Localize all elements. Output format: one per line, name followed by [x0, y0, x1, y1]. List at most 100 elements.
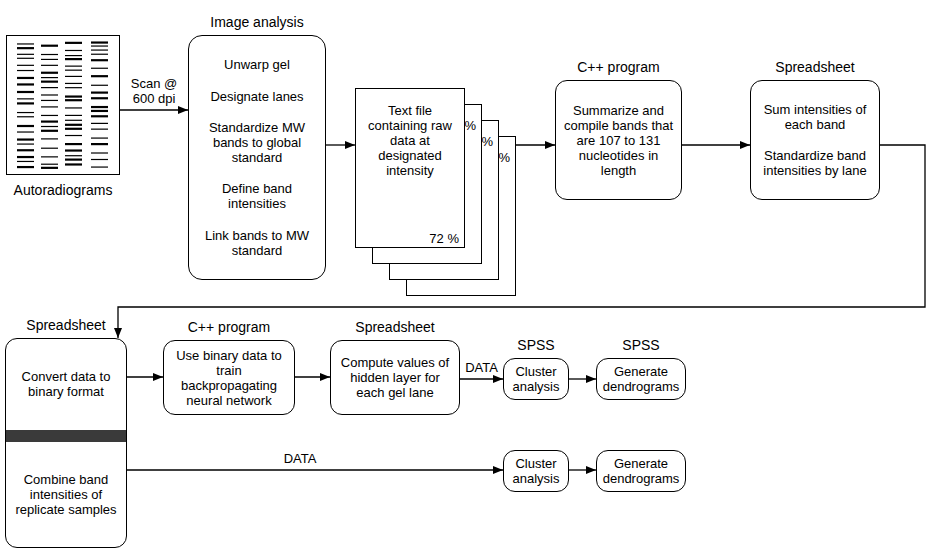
gel-band — [65, 87, 82, 88]
box-text: Convert data to binary format — [6, 339, 126, 430]
gel-band — [17, 70, 34, 71]
gel-band — [91, 85, 108, 86]
process-box: C++ programUse binary data to train back… — [163, 318, 295, 415]
flow-arrow — [516, 144, 555, 145]
gel-band — [65, 58, 82, 60]
gel-band — [41, 106, 58, 107]
box-text: Generate dendrograms — [603, 364, 680, 394]
gel-band — [17, 161, 34, 162]
box-outline: Use binary data to train backpropagating… — [163, 340, 295, 415]
gel-band — [65, 155, 82, 156]
box-heading: SPSS — [596, 336, 686, 358]
gel-band — [41, 87, 58, 88]
box-outline: Compute values of hidden layer for each … — [330, 340, 460, 415]
gel-band — [41, 115, 58, 116]
gel-band — [17, 138, 34, 140]
gel-band — [17, 77, 34, 79]
gel-band — [41, 164, 58, 165]
text-file-page: Text file containing raw data at designa… — [355, 88, 465, 248]
edge-label: DATA — [284, 451, 317, 466]
gel-band — [41, 138, 58, 139]
gel-band — [41, 54, 58, 55]
gel-band — [65, 120, 82, 121]
box-text: Link bands to MW standard — [195, 228, 319, 258]
gel-band — [91, 68, 108, 69]
gel-band — [17, 91, 34, 93]
flow-arrow — [326, 144, 355, 145]
gel-band — [17, 65, 34, 66]
process-box: C++ programSummarize and compile bands t… — [555, 58, 682, 200]
gel-band — [41, 148, 58, 149]
gel-band — [65, 135, 82, 136]
flow-arrow — [682, 144, 750, 145]
gel-band — [91, 92, 108, 94]
gel-band — [91, 106, 108, 108]
process-box: SpreadsheetSum intensities of each bandS… — [750, 58, 880, 200]
box-text: Cluster analysis — [510, 456, 562, 486]
box-text: Cluster analysis — [510, 364, 562, 394]
box-text: Standardize band intensities by lane — [757, 148, 873, 178]
gel-band — [65, 76, 82, 77]
gel-band — [41, 72, 58, 74]
gel-band — [41, 77, 58, 78]
box-outline: Unwarp gelDesignate lanesStandardize MW … — [188, 35, 326, 280]
process-box: SPSSCluster analysis — [503, 336, 569, 400]
gel-band — [17, 43, 34, 44]
flow-arrow — [460, 378, 503, 379]
box-outline: Generate dendrograms — [596, 450, 686, 492]
flow-arrow — [120, 109, 188, 110]
gel-band — [17, 131, 34, 132]
process-box: Image analysisUnwarp gelDesignate lanesS… — [188, 13, 326, 280]
box-outline: Summarize and compile bands that are 107… — [555, 80, 682, 200]
gel-band — [17, 58, 34, 59]
gel-band — [17, 116, 34, 117]
box-text: Generate dendrograms — [603, 456, 680, 486]
gel-band — [41, 45, 58, 47]
gel-band — [41, 130, 58, 132]
gel-band — [91, 110, 108, 112]
box-heading: Autoradiograms — [6, 175, 120, 199]
box-heading: Spreadsheet — [750, 58, 880, 80]
gel-band — [91, 45, 108, 46]
gel-band — [65, 95, 82, 97]
gel-band — [65, 70, 82, 71]
gel-band — [41, 126, 58, 127]
gel-band — [91, 166, 108, 167]
gel-band — [65, 107, 82, 108]
gel-band — [91, 59, 108, 61]
process-box: Generate dendrograms — [596, 450, 686, 492]
box-outline — [6, 35, 120, 175]
gel-band — [41, 81, 58, 83]
box-text: Combine band intensities of replicate sa… — [6, 442, 126, 548]
gel-band — [41, 100, 58, 101]
autoradiogram-image: Autoradiograms — [6, 35, 120, 199]
gel-band — [17, 47, 34, 49]
box-outline: Text file containing raw data at designa… — [355, 88, 465, 248]
gel-band — [91, 159, 108, 160]
gel-band — [17, 102, 34, 104]
box-text: Text file containing raw data at designa… — [361, 103, 459, 178]
box-outline: Sum intensities of each bandStandardize … — [750, 80, 880, 200]
gel-band — [17, 149, 34, 151]
box-heading: C++ program — [555, 58, 682, 80]
gel-band — [65, 115, 82, 116]
box-text: Summarize and compile bands that are 107… — [562, 103, 675, 178]
intensity-label: 72 % — [429, 232, 459, 246]
edge-label: DATA — [465, 360, 498, 375]
gel-band — [91, 54, 108, 55]
divider-band — [6, 430, 126, 442]
box-outline: Generate dendrograms — [596, 358, 686, 400]
box-text: Unwarp gel — [224, 57, 290, 72]
box-text: Compute values of hidden layer for each … — [337, 355, 453, 400]
box-outline: Cluster analysis — [503, 358, 569, 400]
box-heading: C++ program — [163, 318, 295, 340]
gel-band — [41, 59, 58, 60]
gel-band — [65, 163, 82, 165]
box-outline: Cluster analysis — [503, 450, 569, 492]
gel-band — [65, 42, 82, 44]
box-heading: Spreadsheet — [330, 318, 460, 340]
gel-band — [91, 41, 108, 43]
box-text: Designate lanes — [210, 89, 303, 104]
gel-band — [65, 124, 82, 126]
box-text: Use binary data to train backpropagating… — [170, 348, 288, 408]
